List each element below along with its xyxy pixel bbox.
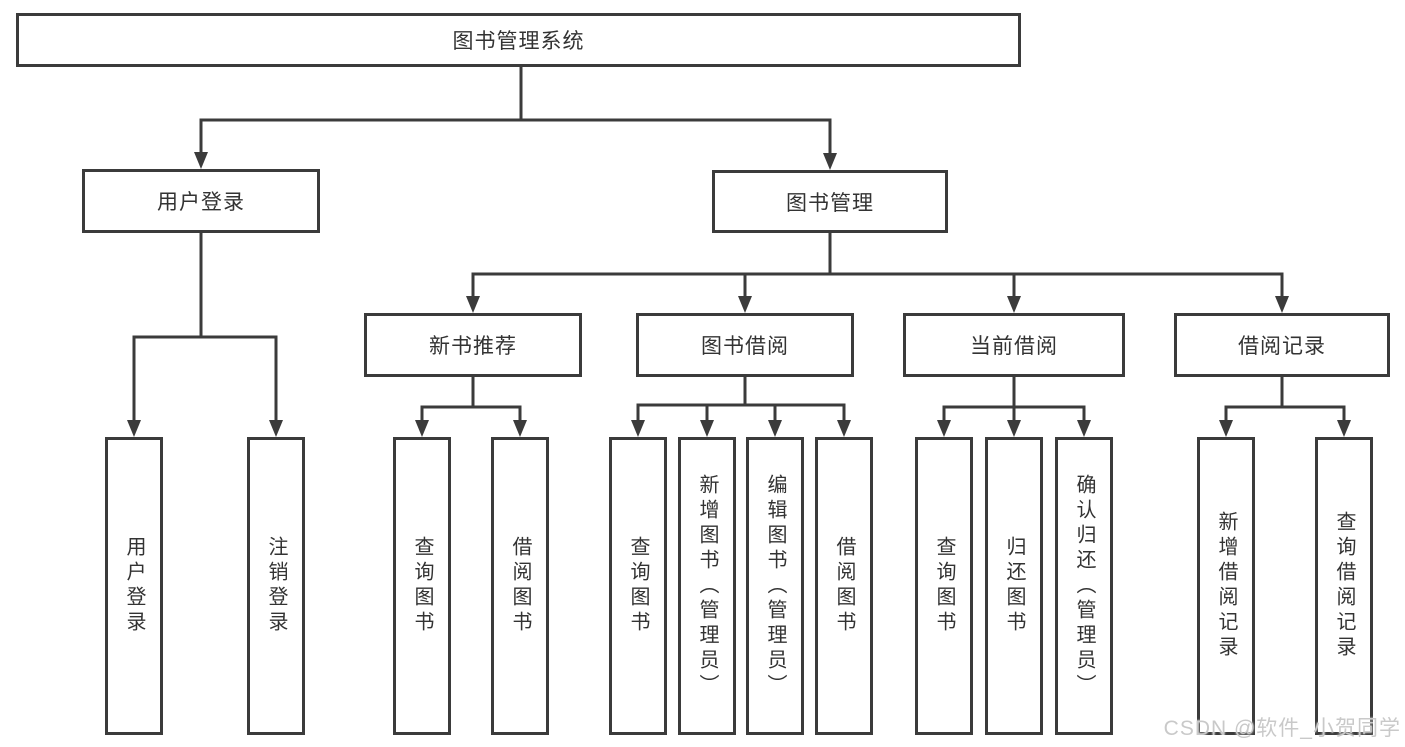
arrowhead-logout [269,420,283,437]
arrowhead-borrow-books [837,420,851,437]
node-label: 新增借阅记录 [1215,511,1237,661]
node-query-books-borrowing: 查询图书 [609,437,667,735]
arrowhead-add-books-admin [700,420,714,437]
arrowhead-query-books-recommend [415,420,429,437]
node-label: 查询图书 [627,536,649,636]
node-user-login-action: 用户登录 [105,437,163,735]
node-new-book-recommendation: 新书推荐 [364,313,582,377]
node-label: 查询借阅记录 [1333,511,1355,661]
node-label: 归还图书 [1003,536,1025,636]
node-book-borrowing: 图书借阅 [636,313,854,377]
node-label: 图书借阅 [701,335,789,358]
arrowhead-new-book-recommendation [466,296,480,313]
node-query-books-recommend: 查询图书 [393,437,451,735]
node-label: 图书管理系统 [452,30,585,53]
connector-user-login-to-children [132,231,278,427]
node-label: 借阅记录 [1238,335,1326,358]
node-logout: 注销登录 [247,437,305,735]
node-label: 借阅图书 [509,536,531,636]
connector-current-borrowing-to-children [942,375,1086,427]
arrowhead-borrowing-records [1275,296,1289,313]
node-borrowing-records: 借阅记录 [1174,313,1390,377]
arrowhead-add-borrow-record [1219,420,1233,437]
node-label: 查询图书 [933,536,955,636]
connector-root-to-level2 [199,65,832,160]
csdn-watermark: CSDN @软件_小贺同学 [1163,717,1401,740]
node-current-borrowing: 当前借阅 [903,313,1125,377]
node-label: 注销登录 [265,536,287,636]
arrowhead-book-borrowing [738,296,752,313]
connector-borrowing-records-to-children [1224,375,1346,427]
connector-book-borrowing-to-children [636,375,846,427]
node-return-books: 归还图书 [985,437,1043,735]
node-label: 查询图书 [411,536,433,636]
arrowhead-current-borrowing [1007,296,1021,313]
node-label: 用户登录 [123,536,145,636]
arrowhead-return-books [1007,420,1021,437]
node-query-books-current: 查询图书 [915,437,973,735]
arrowhead-query-borrow-record [1337,420,1351,437]
arrowhead-book-management [823,153,837,170]
connector-new-book-recommendation-to-children [420,375,522,427]
arrowhead-borrow-books-recommend [513,420,527,437]
arrowhead-query-books-borrowing [631,420,645,437]
arrowhead-query-books-current [937,420,951,437]
node-label: 编辑图书（管理员） [764,473,786,699]
arrowhead-user-login [194,152,208,169]
node-label: 新增图书（管理员） [696,473,718,699]
arrowhead-group [127,152,1351,437]
node-confirm-return-admin: 确认归还（管理员） [1055,437,1113,735]
node-book-management: 图书管理 [712,170,948,233]
arrowhead-confirm-return-admin [1077,420,1091,437]
node-user-login: 用户登录 [82,169,320,233]
node-label: 用户登录 [157,191,245,214]
node-label: 图书管理 [786,191,874,215]
connector-book-management-to-level3 [471,231,1284,303]
node-library-management-system: 图书管理系统 [16,13,1021,67]
arrowhead-edit-books-admin [768,420,782,437]
arrowhead-login [127,420,141,437]
node-borrow-books-recommend: 借阅图书 [491,437,549,735]
node-label: 新书推荐 [429,335,517,358]
node-borrow-books: 借阅图书 [815,437,873,735]
node-query-borrow-record: 查询借阅记录 [1315,437,1373,735]
node-add-books-admin: 新增图书（管理员） [678,437,736,735]
node-label: 确认归还（管理员） [1073,473,1095,699]
node-label: 当前借阅 [970,335,1058,358]
connector-line-group [132,65,1346,427]
node-add-borrow-record: 新增借阅记录 [1197,437,1255,735]
node-edit-books-admin: 编辑图书（管理员） [746,437,804,735]
node-label: 借阅图书 [833,536,855,636]
